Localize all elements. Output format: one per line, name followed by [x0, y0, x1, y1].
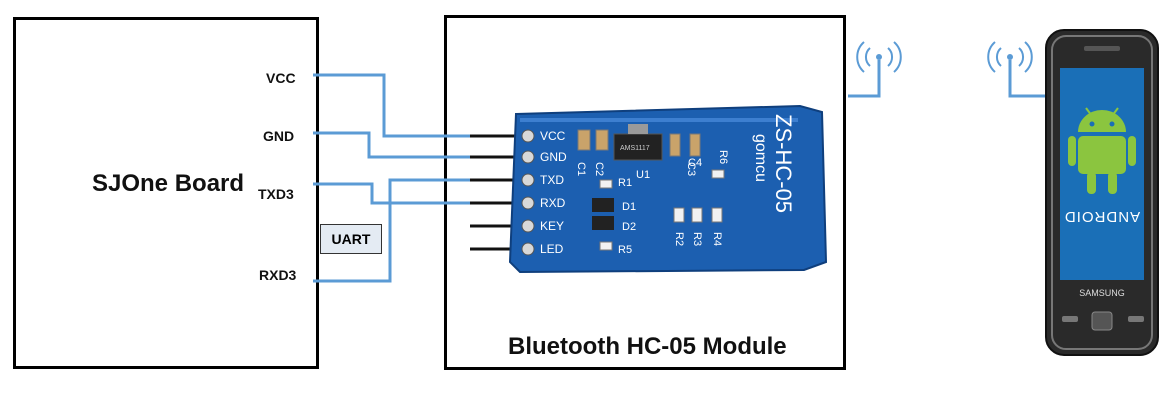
pcb-pin-label: GND	[540, 150, 567, 164]
smd-resistor	[599, 241, 613, 251]
regulator-marking: AMS1117	[620, 145, 650, 152]
pcb-pin-label: VCC	[540, 129, 566, 143]
antenna-signal-icon	[987, 41, 1033, 73]
pin-pads	[521, 129, 535, 256]
pin-label-vcc: VCC	[266, 70, 296, 86]
component-label: C1	[575, 162, 587, 176]
phone-antenna	[987, 41, 1046, 98]
wire-gnd	[313, 131, 478, 159]
component-label: R2	[673, 232, 685, 246]
component-label: R1	[618, 177, 632, 189]
phone-call-key	[1062, 316, 1078, 322]
wire-txd3	[313, 182, 478, 205]
wire-rxd3	[313, 178, 478, 283]
header-pins	[470, 134, 516, 251]
component-label: U1	[636, 169, 650, 181]
pcb-title: ZS-HC-05	[771, 114, 796, 213]
antenna-signal-icon	[1007, 54, 1013, 60]
smd-resistor	[673, 207, 685, 223]
smd-resistor	[711, 169, 725, 179]
smd-diode	[592, 216, 614, 230]
module-antenna	[848, 41, 902, 98]
phone-home-button	[1091, 311, 1113, 331]
voltage-regulator	[613, 133, 663, 161]
android-logo-text: ANDROID	[1064, 208, 1140, 225]
smd-capacitor	[669, 133, 681, 157]
phone-bezel-highlight	[1051, 35, 1153, 350]
pin-pad	[521, 173, 535, 187]
smd-capacitor	[689, 133, 701, 157]
component-label: C4	[688, 157, 702, 169]
hc05-pcb: VCC GND TXD RXD KEY LED AMS1117	[508, 104, 828, 274]
pcb-pin-label: RXD	[540, 196, 566, 210]
component-label: D2	[622, 221, 636, 233]
component-label: D1	[622, 201, 636, 213]
smd-resistor	[599, 179, 613, 189]
pcb-pin-label: TXD	[540, 173, 564, 187]
component-label: C2	[593, 162, 605, 176]
smd-capacitor	[595, 129, 609, 151]
bluetooth-module-title: Bluetooth HC-05 Module	[508, 333, 787, 360]
component-label: R4	[711, 232, 723, 246]
pin-pad	[521, 129, 535, 143]
wires	[313, 73, 478, 283]
pcb-pin-label: KEY	[540, 219, 564, 233]
pin-pad	[521, 219, 535, 233]
smd-resistor	[691, 207, 703, 223]
regulator-tab	[628, 124, 648, 134]
antenna-signal-icon	[856, 41, 902, 73]
component-label: R5	[618, 244, 632, 256]
pcb-brand: gomcu	[752, 134, 769, 182]
pin-label-txd3: TXD3	[258, 186, 294, 202]
phone-end-key	[1128, 316, 1144, 322]
sjone-board-title: SJOne Board	[92, 170, 245, 197]
component-label: C3	[685, 162, 697, 176]
pin-label-gnd: GND	[263, 128, 295, 144]
uart-label-box: UART	[320, 224, 382, 254]
module-antenna-line	[848, 60, 881, 98]
smd-resistor	[711, 207, 723, 223]
phone-brand: SAMSUNG	[1079, 288, 1125, 298]
smd-capacitor	[577, 129, 591, 151]
sjone-board-box	[13, 17, 319, 369]
phone-antenna-line	[1008, 60, 1046, 98]
pin-label-rxd3: RXD3	[259, 267, 297, 283]
pin-pad	[521, 196, 535, 210]
component-label: R3	[691, 232, 703, 246]
pcb-edge-highlight	[520, 118, 798, 122]
wire-vcc	[313, 73, 478, 138]
smd-diode	[592, 198, 614, 212]
pcb-pin-label: LED	[540, 242, 564, 256]
phone-earpiece	[1084, 46, 1120, 51]
android-phone: ANDROID SAMSUNG	[1045, 29, 1159, 356]
antenna-signal-icon	[876, 54, 882, 60]
pin-pad	[521, 150, 535, 164]
pin-pad	[521, 242, 535, 256]
component-label: R6	[717, 150, 729, 164]
android-robot-icon	[1068, 107, 1136, 194]
